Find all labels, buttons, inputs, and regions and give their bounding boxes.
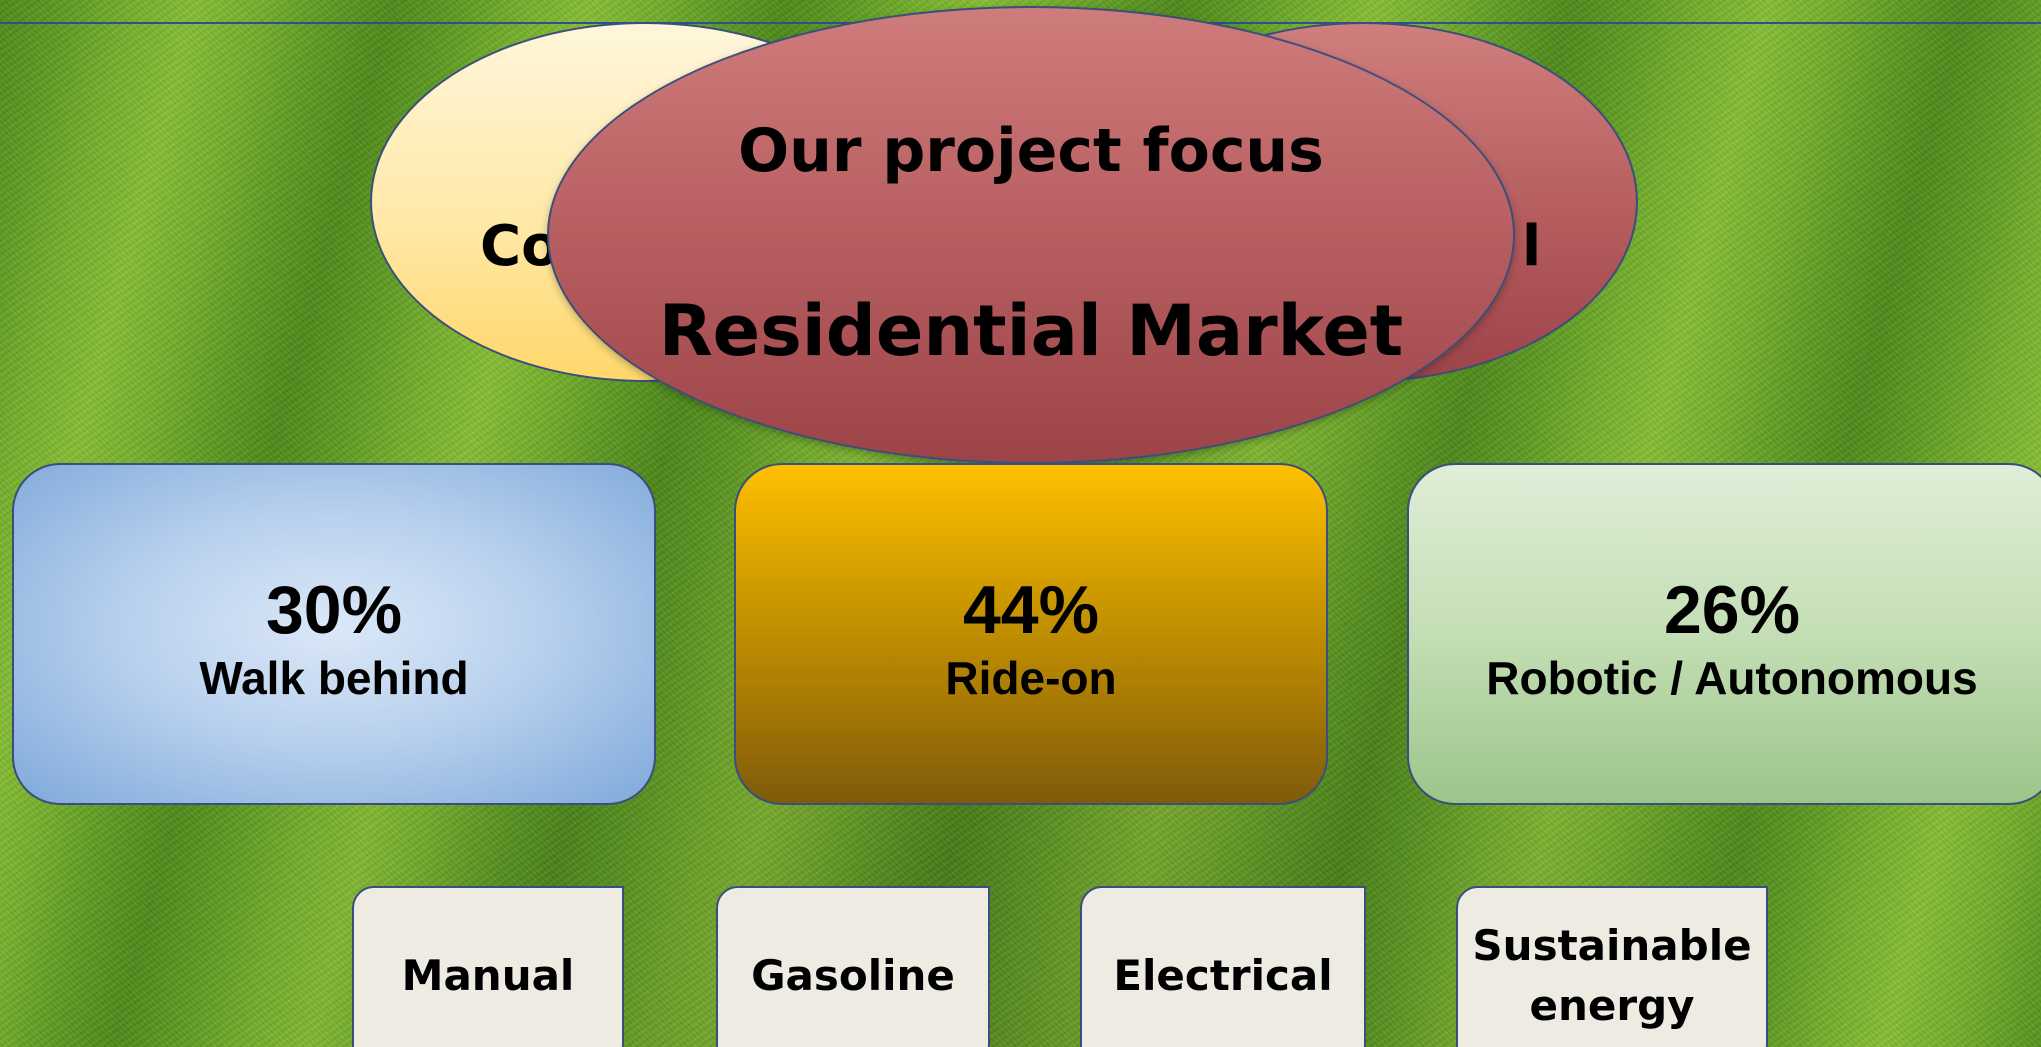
segment-name: Ride-on [945, 652, 1117, 704]
segment-ride-on: 44% Ride-on [734, 463, 1328, 805]
segment-name: Robotic / Autonomous [1486, 652, 1978, 704]
segment-percent: 44% [962, 572, 1100, 648]
industrial-market-label: l [1522, 214, 1542, 279]
power-source-label: Manual [401, 951, 575, 1000]
power-source-label: Electrical [1113, 951, 1333, 1000]
residential-market-oval: Our project focus Residential Market [547, 6, 1515, 464]
residential-market-label: Residential Market [658, 290, 1404, 372]
power-source-label: Sustainable energy [1472, 921, 1752, 1030]
power-source-label: Gasoline [751, 951, 955, 1000]
segment-name: Walk behind [199, 652, 469, 704]
segment-robotic-autonomous: 26% Robotic / Autonomous [1407, 463, 2041, 805]
commercial-market-label: Co [480, 214, 560, 279]
power-source-gasoline: Gasoline [716, 886, 990, 1047]
power-source-sustainable-energy: Sustainable energy [1456, 886, 1768, 1047]
project-focus-label: Our project focus [738, 116, 1324, 186]
segment-percent: 26% [1663, 572, 1801, 648]
power-source-manual: Manual [352, 886, 624, 1047]
segment-walk-behind: 30% Walk behind [12, 463, 656, 805]
power-source-electrical: Electrical [1080, 886, 1366, 1047]
segment-percent: 30% [265, 572, 403, 648]
